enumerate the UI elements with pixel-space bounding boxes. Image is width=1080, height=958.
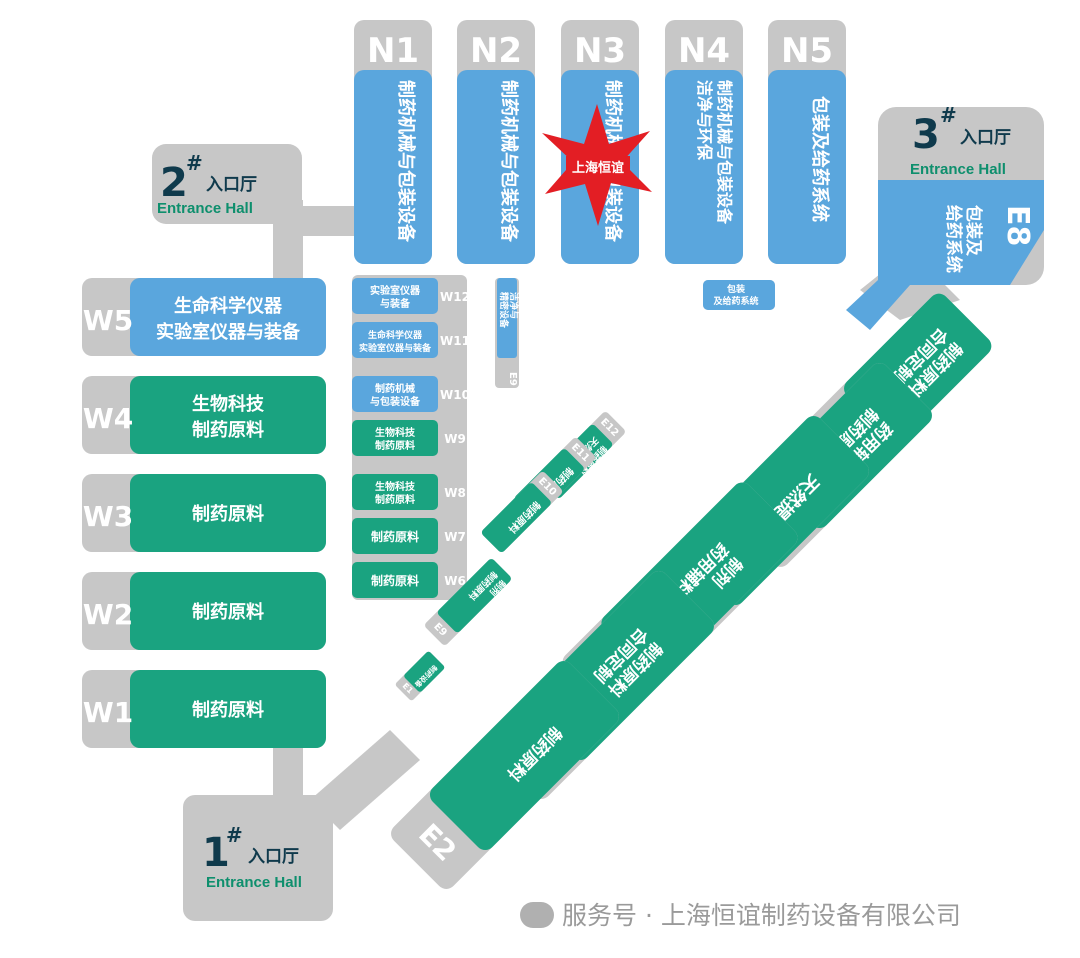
hall-e1: 制药设备 E1 (395, 651, 445, 701)
hall-e7-small-line2: 及给药系统 (713, 295, 758, 307)
hall-w7-line1: 制药原料 (371, 529, 419, 544)
hall-w9-line1: 生物科技 (375, 426, 416, 439)
hall-e9-small: 洁净与 精密设备 E9 (497, 278, 520, 386)
hall-w11-line2: 实验室仪器与装备 (359, 342, 432, 354)
entrance-2-number: 2 (160, 160, 188, 206)
hall-e2: E2 制药原料 (391, 661, 619, 889)
entrance-3-sup: # (940, 103, 957, 127)
hall-e10: E10 制药原料 (481, 471, 563, 553)
e-small-halls: E12 天然提取物 制药原料 E11 制药原料 E10 制药原料 E9 制药原料… (395, 412, 625, 701)
hall-n4-label-line2: 洁净与环保 (695, 80, 714, 161)
entrance-3-en: Entrance Hall (910, 161, 1006, 178)
hall-w6-line1: 制药原料 (371, 573, 419, 588)
hall-w9-code: W9 (444, 432, 466, 446)
hall-w8-code: W8 (444, 486, 466, 500)
marker-text: 上海恒谊 (572, 160, 624, 176)
hall-w5-line1: 生命科学仪器 (174, 295, 283, 317)
hall-w10-line1: 制药机械 (375, 382, 415, 395)
hall-n4-code: N4 (678, 31, 730, 71)
hall-w9-line2: 制药原料 (375, 439, 415, 452)
booth-marker: 上海恒谊 (542, 104, 652, 226)
hall-w8-line1: 生物科技 (375, 480, 416, 493)
entrance-2: 2 # 入口厅 Entrance Hall (157, 151, 257, 217)
hall-w2-code: W2 (83, 598, 133, 631)
entrance-3-cn: 入口厅 (960, 128, 1011, 148)
w-halls: W5 W4 W3 W2 W1 生命科学仪器 实验室仪器与装备 生物科技 制药原料… (82, 278, 326, 748)
hall-w2-line1: 制药原料 (192, 601, 264, 623)
hall-n2-code: N2 (470, 31, 522, 71)
entrance-3-number: 3 (912, 112, 940, 158)
entrance-1-sup: # (226, 823, 243, 847)
hall-w5-line2: 实验室仪器与装备 (156, 321, 301, 343)
hall-w5-code: W5 (83, 304, 133, 337)
hall-e8: E8 包装及 给药系统 (846, 180, 1044, 330)
hall-n4-label: 制药机械与包装设备 洁净与环保 (695, 80, 734, 230)
entrance-2-cn: 入口厅 (206, 175, 257, 195)
watermark: 服务号 · 上海恒谊制药设备有限公司 (520, 896, 961, 932)
hall-n5-code: N5 (781, 31, 833, 71)
hall-w10-line2: 与包装设备 (370, 395, 421, 408)
hall-w6-code: W6 (444, 574, 466, 588)
hall-n3-code: N3 (574, 31, 626, 71)
hall-w4-code: W4 (83, 402, 133, 435)
hall-e7-small-code: E7 (783, 292, 797, 303)
hall-w4-line2: 制药原料 (192, 419, 264, 441)
hall-e9-small-code: E9 (507, 372, 518, 386)
entrance-1-cn: 入口厅 (248, 847, 299, 867)
hall-w4-line1: 生物科技 (192, 393, 265, 415)
entrance-2-sup: # (186, 151, 203, 175)
hall-e8-label: 包装及 给药系统 (943, 205, 984, 273)
entrance-1-en: Entrance Hall (206, 874, 302, 891)
hall-w11-code: W11 (440, 334, 470, 348)
hall-n5-label: 包装及给药系统 (809, 96, 831, 222)
hall-e9: E9 制药原料 制剂 (425, 559, 511, 645)
hall-w7-code: W7 (444, 530, 466, 544)
hall-w1-line1: 制药原料 (192, 699, 264, 721)
hall-e8-code: E8 (1000, 205, 1035, 246)
hall-e7-small: 包装 及给药系统 E7 (703, 280, 797, 310)
hall-n1-code: N1 (367, 31, 419, 71)
watermark-text: 服务号 · 上海恒谊制药设备有限公司 (562, 901, 961, 930)
hall-w8-line2: 制药原料 (375, 493, 415, 506)
e-halls: E7 合同定制 制药原料 E6 制药原料 药用辅料 E5 天然提取物 E4 药用… (391, 293, 992, 889)
hall-w11-line1: 生命科学仪器 (368, 329, 423, 341)
hall-w3-line1: 制药原料 (192, 503, 264, 525)
n-halls: N1 N2 N3 N4 N5 制药机械与包装设备 制药机械与包装设备 制药机械与… (354, 20, 846, 264)
w-small-halls: W12 W11 W10 W9 W8 W7 W6 实验室仪器 与装备 生命科学仪器… (352, 278, 470, 598)
hall-w10-code: W10 (440, 388, 470, 402)
hall-n1-label: 制药机械与包装设备 (395, 80, 417, 243)
wechat-icon (520, 902, 554, 928)
hall-e9-small-label: 洁净与 精密设备 (498, 292, 520, 329)
hall-n4-label-line1: 制药机械与包装设备 (715, 80, 734, 225)
entrance-1-number: 1 (202, 830, 230, 876)
hall-w12-code: W12 (440, 290, 470, 304)
hall-w3-code: W3 (83, 500, 133, 533)
entrance-2-en: Entrance Hall (157, 200, 253, 217)
entrance-3: 3 # 入口厅 Entrance Hall (910, 103, 1011, 178)
hall-w1-code: W1 (83, 696, 133, 729)
hall-e7-small-line1: 包装 (726, 283, 746, 295)
hall-n2-label: 制药机械与包装设备 (498, 80, 520, 243)
hall-w12-line2: 与装备 (380, 297, 411, 310)
entrance-1: 1 # 入口厅 Entrance Hall (202, 823, 302, 891)
hall-w12-line1: 实验室仪器 (370, 284, 421, 297)
